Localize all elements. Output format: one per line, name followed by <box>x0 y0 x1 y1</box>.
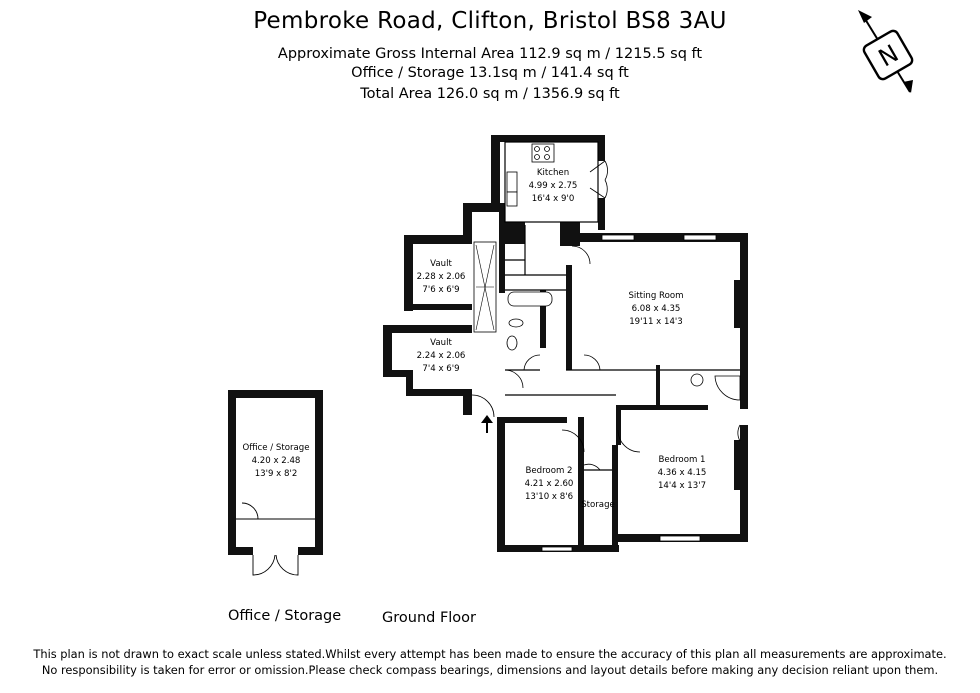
bedroom2-metric: 4.21 x 2.60 <box>525 479 574 489</box>
vault1-metric: 2.28 x 2.06 <box>417 272 466 282</box>
storage-name: Storage <box>581 500 615 510</box>
office-storage-area: Office / Storage 13.1sq m / 141.4 sq ft <box>351 65 629 81</box>
sitting-name: Sitting Room <box>628 291 683 301</box>
office-name: Office / Storage <box>242 443 309 453</box>
disclaimer-line-1: This plan is not drawn to exact scale un… <box>33 647 947 661</box>
stair-hatch <box>475 244 495 331</box>
north-compass-icon: N <box>858 10 914 93</box>
disclaimer-line-2: No responsibility is taken for error or … <box>41 663 939 677</box>
room-labels: Kitchen 4.99 x 2.75 16'4 x 9'0 Vault 2.2… <box>242 168 706 510</box>
ground-floor-label: Ground Floor <box>382 610 477 626</box>
bedroom1-imperial: 14'4 x 13'7 <box>658 481 706 491</box>
interior-lines <box>504 141 740 471</box>
sitting-metric: 6.08 x 4.35 <box>632 304 681 314</box>
gross-internal-area: Approximate Gross Internal Area 112.9 sq… <box>277 46 703 62</box>
sitting-imperial: 19'11 x 14'3 <box>629 317 683 327</box>
kitchen-doors <box>589 160 608 199</box>
office-fittings <box>236 502 315 576</box>
bedroom2-name: Bedroom 2 <box>525 466 572 476</box>
kitchen-metric: 4.99 x 2.75 <box>529 181 578 191</box>
walls <box>383 135 748 552</box>
plan-title: Pembroke Road, Clifton, Bristol BS8 3AU <box>253 8 727 34</box>
kitchen-imperial: 16'4 x 9'0 <box>532 194 575 204</box>
door-swings <box>471 245 741 471</box>
bedroom2-imperial: 13'10 x 8'6 <box>525 492 573 502</box>
office-walls <box>228 390 323 555</box>
kitchen-fittings <box>506 143 555 207</box>
entrance-arrow-icon <box>481 415 493 433</box>
vault2-metric: 2.24 x 2.06 <box>417 351 466 361</box>
total-area: Total Area 126.0 sq m / 1356.9 sq ft <box>360 86 620 102</box>
bathtub <box>506 291 741 401</box>
office-metric: 4.20 x 2.48 <box>252 456 301 466</box>
vault1-name: Vault <box>430 259 452 269</box>
kitchen-name: Kitchen <box>537 168 569 178</box>
bedroom1-name: Bedroom 1 <box>658 455 705 465</box>
bedroom1-metric: 4.36 x 4.15 <box>658 468 707 478</box>
office-imperial: 13'9 x 8'2 <box>255 469 298 479</box>
vault1-imperial: 7'6 x 6'9 <box>422 285 459 295</box>
vault2-imperial: 7'4 x 6'9 <box>422 364 459 374</box>
vault2-name: Vault <box>430 338 452 348</box>
office-floor-label: Office / Storage <box>228 608 342 624</box>
